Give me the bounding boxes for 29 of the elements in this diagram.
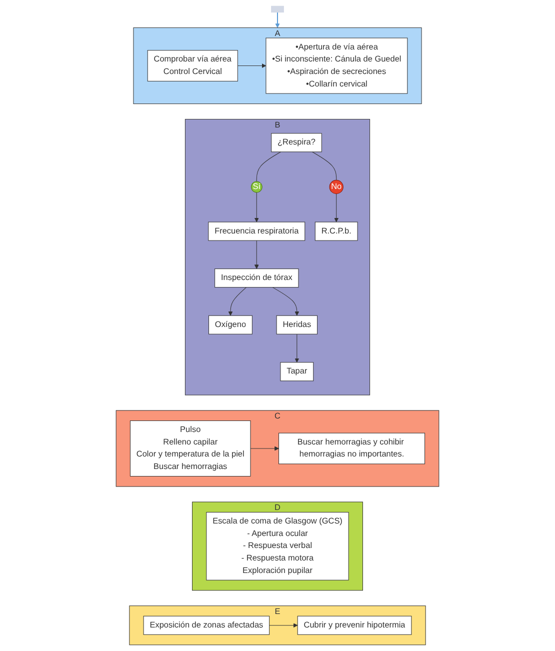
node-box: R.C.P.b.	[314, 222, 358, 241]
arrow	[272, 287, 300, 316]
connector	[256, 152, 281, 182]
node-box: Tapar	[280, 362, 314, 382]
arrow	[250, 446, 279, 451]
node-box: Exposición de zonas afectadas	[143, 616, 270, 635]
node-circle: No	[329, 180, 344, 194]
node-circle: Sí	[250, 181, 262, 193]
node-box: ¿Respira?	[271, 133, 322, 152]
node-box: Comprobar vía aérea Control Cervical	[147, 50, 238, 82]
node-box: Escala de coma de Glasgow (GCS) - Apertura ocular - Respuesta verbal - Respuesta motora Exploración pupilar	[206, 512, 349, 580]
arrow	[269, 623, 298, 628]
arrow	[334, 193, 339, 222]
node-box: Pulso Relleno capilar Color y temperatura de la piel Buscar hemorragias	[130, 420, 251, 477]
node-box	[271, 6, 284, 13]
connector	[312, 152, 337, 180]
arrow	[275, 12, 280, 28]
arrow	[237, 64, 266, 68]
node-box: Buscar hemorragias y cohibir hemorragias no importantes.	[278, 432, 426, 464]
arrow	[228, 287, 247, 316]
node-box: Cubrir y prevenir hipotermia	[297, 616, 412, 635]
node-box: •Apertura de vía aérea •Si inconsciente: Cánula de Guedel •Aspiración de secreciones •Collarín cervical	[266, 38, 408, 94]
node-box: Frecuencia respiratoria	[208, 222, 306, 241]
arrow	[254, 240, 259, 269]
arrow	[254, 192, 259, 222]
node-box: Inspección de tórax	[214, 268, 299, 288]
node-box: Heridas	[276, 315, 318, 334]
arrow	[294, 334, 300, 363]
node-box: Oxígeno	[208, 315, 252, 334]
